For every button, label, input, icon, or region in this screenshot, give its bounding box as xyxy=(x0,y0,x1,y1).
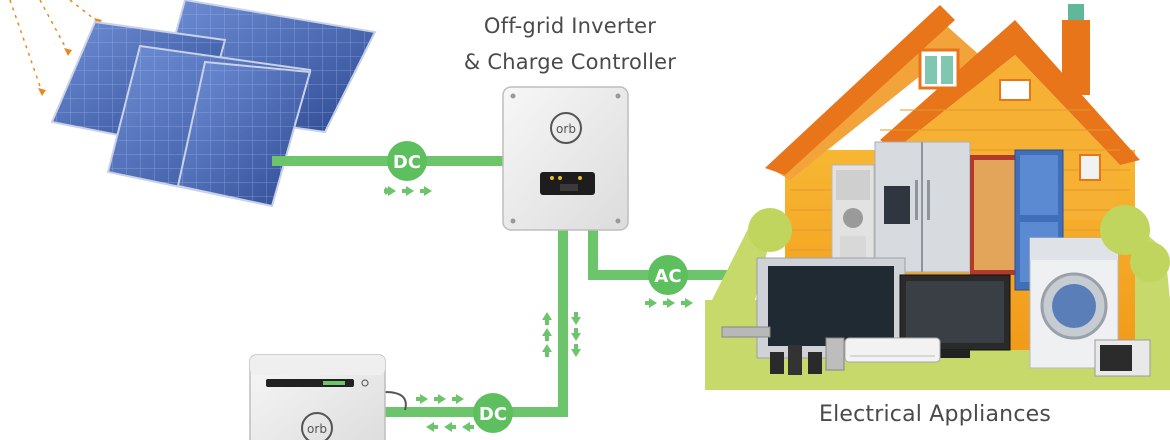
flow-arrows-solar xyxy=(384,186,432,196)
air-conditioner xyxy=(831,164,875,264)
appliances-group xyxy=(721,141,1151,377)
microwave xyxy=(1094,339,1151,377)
flow-arrows-battery-discharge xyxy=(426,422,474,432)
battery-unit: orb xyxy=(249,354,407,440)
svg-text:DC: DC xyxy=(393,152,421,173)
dc-badge-battery: DC xyxy=(473,393,513,433)
appliances-caption: Electrical Appliances xyxy=(818,402,1052,427)
refrigerator-double-door xyxy=(874,141,971,273)
speakers xyxy=(770,337,845,375)
flow-arrows-battery-charge xyxy=(416,394,464,404)
dvd-player xyxy=(721,326,771,338)
flat-screen-television xyxy=(899,274,1011,358)
inverter-title-line1: Off-grid Inverter xyxy=(483,14,657,38)
sun-rays xyxy=(9,0,99,93)
svg-text:orb: orb xyxy=(307,422,327,436)
cable-battery-inverter xyxy=(385,228,568,417)
flow-arrows-ac xyxy=(645,298,693,308)
roof-edge xyxy=(765,5,955,175)
split-ac-unit xyxy=(844,337,941,363)
svg-text:AC: AC xyxy=(654,266,681,287)
solar-panel-array xyxy=(50,0,377,208)
inverter-unit: orb xyxy=(502,86,629,231)
cable-inverter-appliances xyxy=(588,228,760,280)
inverter-display xyxy=(540,172,595,195)
inverter-title-line2: & Charge Controller xyxy=(463,50,677,74)
orb-logo: orb xyxy=(550,112,582,144)
bushes xyxy=(748,205,1170,282)
svg-text:orb: orb xyxy=(556,122,576,136)
svg-text:DC: DC xyxy=(479,404,507,425)
ac-badge: AC xyxy=(648,255,688,295)
orb-logo: orb xyxy=(301,412,333,440)
flow-arrows-battery-up xyxy=(542,312,552,357)
dc-badge-solar: DC xyxy=(387,141,427,181)
flow-arrows-battery-down xyxy=(571,312,581,357)
